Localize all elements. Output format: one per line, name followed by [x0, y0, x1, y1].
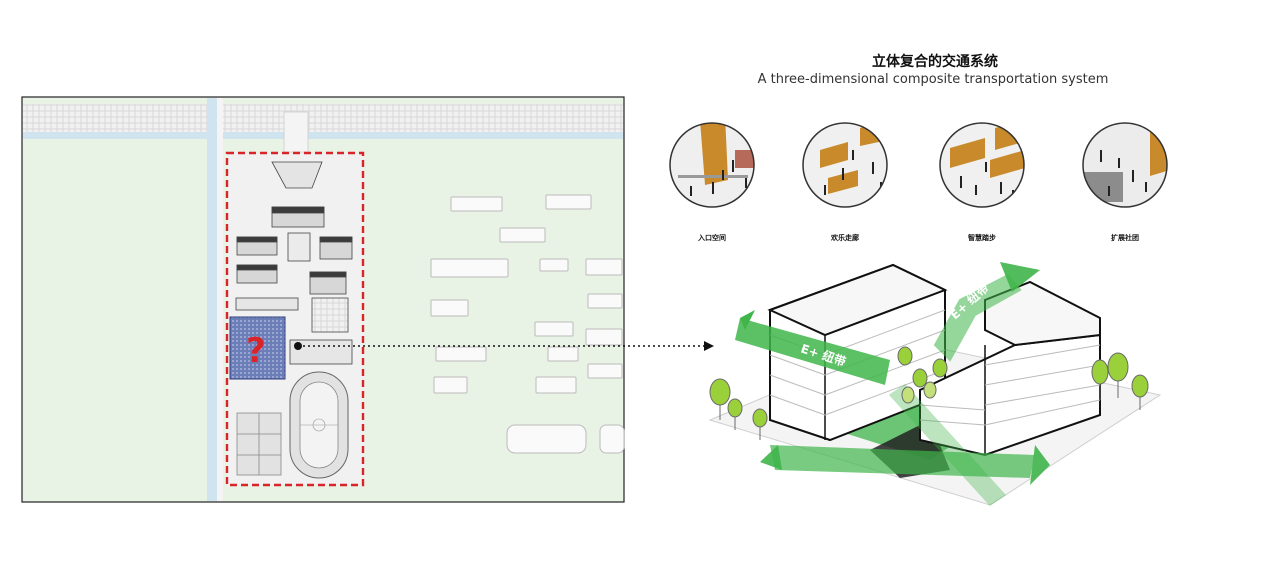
canal-horizontal: [23, 132, 623, 139]
site-plan: ?: [21, 96, 625, 503]
vignette-clubs: [1082, 122, 1168, 208]
vignette-label: 入口空间: [697, 233, 726, 242]
building-right: [919, 280, 1101, 457]
sports-courts: [236, 412, 282, 476]
vignette-entrance: [669, 122, 755, 208]
vignette-label: 扩展社团: [1111, 233, 1139, 242]
axonometric-diagram: E+ 纽带 E+ 纽带: [708, 262, 1162, 506]
title-english: A three-dimensional composite transporta…: [758, 72, 1109, 87]
highlighted-building: [229, 316, 286, 380]
dotted-arrow-icon: [294, 341, 714, 351]
vignette-label: 智慧踏步: [968, 233, 996, 242]
top-road: [23, 104, 623, 134]
running-track: [289, 371, 349, 479]
school-boundary-outline: [225, 151, 365, 487]
vignette-label: 欢乐走廊: [830, 233, 859, 242]
title-chinese: 立体复合的交通系统: [872, 53, 998, 70]
e-plus-band-front: E+ 纽带: [735, 310, 1050, 485]
surrounding-blocks: [430, 194, 625, 454]
trees: [709, 346, 1149, 440]
vignette-smart-steps: [939, 122, 1025, 208]
question-mark: ?: [246, 331, 266, 371]
vignette-corridor: [802, 122, 888, 208]
canal-vertical: [207, 98, 217, 501]
